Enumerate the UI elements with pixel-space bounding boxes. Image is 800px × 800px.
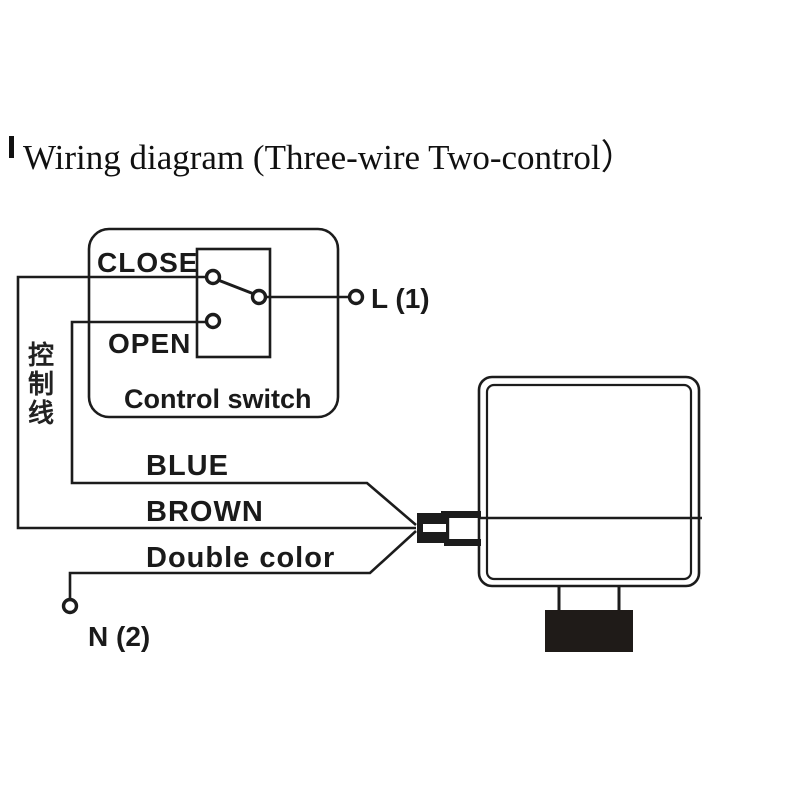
connector-bottom-bar	[444, 539, 481, 546]
actuator-outer-shell	[477, 375, 701, 588]
page-title: Wiring diagram (Three-wire Two-control）	[23, 138, 636, 177]
blue-wire-label: BLUE	[146, 450, 229, 482]
live-terminal	[347, 288, 365, 306]
open-blue-wire	[70, 320, 417, 526]
close-terminal	[204, 268, 222, 286]
common-terminal	[250, 288, 268, 306]
actuator-inner-shell	[485, 383, 693, 581]
neutral-terminal-label: N (2)	[88, 621, 151, 652]
neutral-terminal	[61, 597, 79, 615]
title-marker-bar	[9, 136, 14, 158]
neutral-double-color-wire	[68, 530, 417, 599]
valve-body	[545, 610, 633, 652]
switch-lever	[217, 278, 255, 296]
switch-body	[195, 247, 272, 359]
cn-char-1: 控	[27, 340, 54, 370]
open-terminal	[204, 312, 222, 330]
brown-wire-label: BROWN	[146, 496, 264, 528]
double-color-wire-label: Double color	[146, 542, 336, 574]
close-label: CLOSE	[97, 247, 199, 278]
cable-plug-slot	[423, 524, 446, 532]
live-terminal-label: L (1)	[371, 283, 430, 314]
close-brown-wire	[16, 275, 416, 530]
control-cable-cn-label: 控 制 线	[26, 341, 56, 428]
control-switch-caption: Control switch	[124, 384, 312, 414]
open-label: OPEN	[108, 328, 192, 359]
cn-char-3: 线	[27, 398, 54, 428]
connector-top-bar	[441, 511, 481, 518]
cn-char-2: 制	[27, 369, 54, 399]
